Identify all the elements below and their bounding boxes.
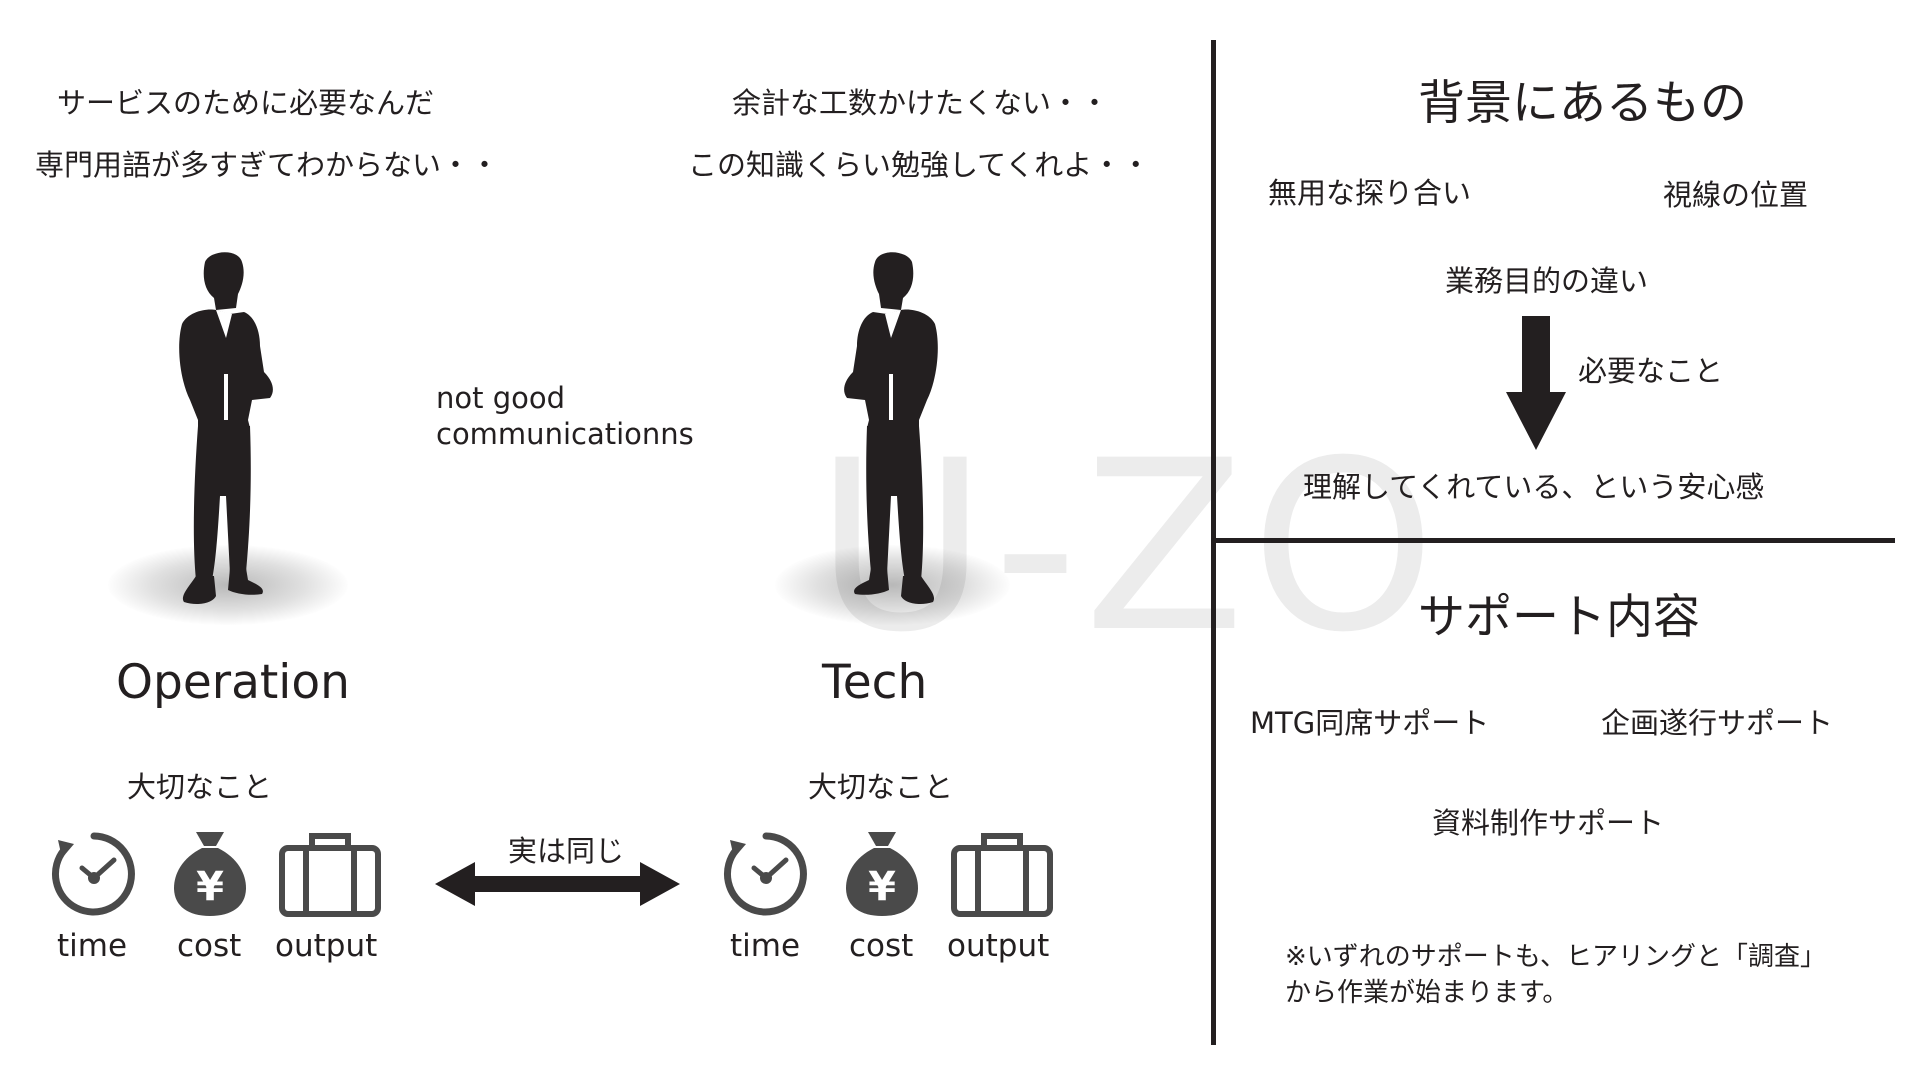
- operation-quote-2: 専門用語が多すぎてわからない・・: [35, 148, 500, 182]
- horizontal-divider: [1215, 538, 1895, 543]
- tech-quote-2: この知識くらい勉強してくれよ・・: [688, 148, 1151, 182]
- operation-briefcase-icon: [279, 833, 381, 917]
- vertical-divider: [1211, 40, 1216, 1045]
- operation-stopwatch-icon: [51, 832, 135, 916]
- background-item-2: 視線の位置: [1663, 178, 1809, 212]
- background-item-1: 無用な探り合い: [1268, 176, 1472, 210]
- middle-text-line-1: not good: [436, 381, 566, 415]
- tech-stopwatch-icon: [723, 832, 807, 916]
- operation-output-label: output: [275, 928, 378, 964]
- support-item-2: 企画遂行サポート: [1601, 706, 1834, 740]
- operation-label: Operation: [116, 655, 350, 710]
- support-note-line-2: から作業が始まります。: [1285, 978, 1569, 1008]
- tech-label: Tech: [822, 655, 928, 710]
- support-item-3: 資料制作サポート: [1432, 806, 1665, 840]
- operation-money-bag-icon: ¥: [174, 832, 246, 916]
- background-item-3: 業務目的の違い: [1445, 264, 1649, 298]
- support-title: サポート内容: [1418, 590, 1700, 645]
- tech-output-label: output: [947, 928, 1050, 964]
- tech-briefcase-icon: [951, 833, 1053, 917]
- operation-quote-1: サービスのために必要なんだ: [57, 86, 435, 120]
- arrow-label: 必要なこと: [1578, 354, 1724, 388]
- operation-time-label: time: [57, 928, 128, 964]
- operation-person-icon: [179, 252, 273, 604]
- same-label: 実は同じ: [508, 834, 625, 868]
- middle-text-line-2: communicationns: [436, 417, 694, 451]
- tech-quote-1: 余計な工数かけたくない・・: [732, 86, 1110, 120]
- tech-floor-shadow: [775, 545, 1010, 625]
- support-item-1: MTG同席サポート: [1250, 706, 1490, 740]
- tech-yen-symbol: ¥: [868, 864, 896, 910]
- background-result: 理解してくれている、という安心感: [1303, 470, 1765, 504]
- tech-time-label: time: [730, 928, 801, 964]
- tech-person-icon: [844, 252, 938, 604]
- support-note-line-1: ※いずれのサポートも、ヒアリングと「調査」: [1285, 942, 1827, 972]
- tech-important-label: 大切なこと: [808, 770, 954, 804]
- operation-floor-shadow: [108, 545, 348, 625]
- operation-important-label: 大切なこと: [127, 770, 273, 804]
- operation-yen-symbol: ¥: [196, 864, 224, 910]
- tech-money-bag-icon: ¥: [846, 832, 918, 916]
- down-arrow-icon: [1506, 316, 1566, 450]
- double-arrow-icon: [435, 862, 680, 906]
- tech-cost-label: cost: [849, 928, 914, 964]
- background-title: 背景にあるもの: [1418, 76, 1747, 131]
- operation-cost-label: cost: [177, 928, 242, 964]
